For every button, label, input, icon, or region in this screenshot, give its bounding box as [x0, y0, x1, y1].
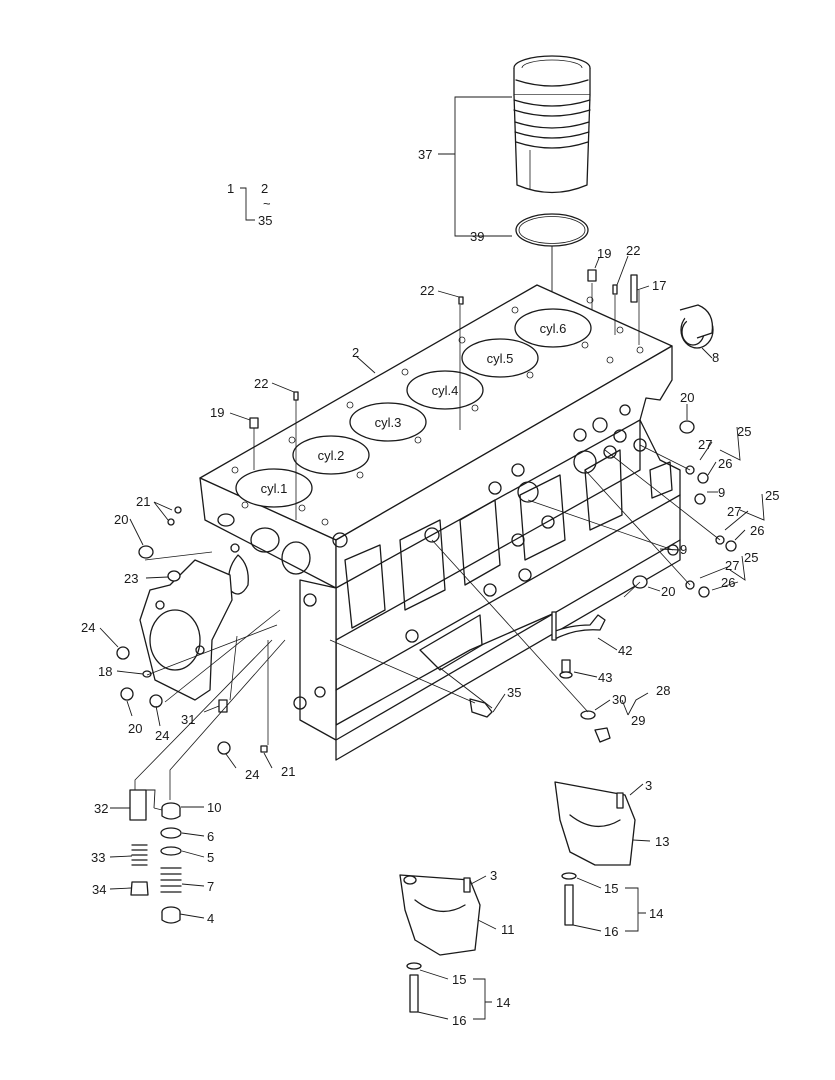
callout-2-range-start: 2	[261, 181, 268, 196]
callout-15-lower: 15	[452, 972, 466, 987]
callout-37: 37	[418, 147, 432, 162]
callout-21-top: 21	[136, 494, 150, 509]
callout-20-left: 20	[114, 512, 128, 527]
callout-22-left: 22	[254, 376, 268, 391]
callout-30: 30	[612, 692, 626, 707]
callout-27-c: 27	[725, 558, 739, 573]
callout-27-a: 27	[698, 437, 712, 452]
callout-4: 4	[207, 911, 214, 926]
o-ring	[515, 213, 589, 247]
callout-35: 35	[507, 685, 521, 700]
cylinder-label-6: cyl.6	[540, 321, 567, 336]
callout-20-bottom: 20	[128, 721, 142, 736]
callout-26-c: 26	[721, 575, 735, 590]
callout-3-lower: 3	[490, 868, 497, 883]
cylinder-label-3: cyl.3	[375, 415, 402, 430]
callout-25-a: 25	[737, 424, 751, 439]
callout-20-right: 20	[680, 390, 694, 405]
callout-22-mid: 22	[420, 283, 434, 298]
callout-24-bottom: 24	[245, 767, 259, 782]
cylinder-liner	[513, 55, 591, 194]
callout-19-top: 19	[597, 246, 611, 261]
callout-35-range-end: 35	[258, 213, 272, 228]
cylinder-labels: cyl.1 cyl.2 cyl.3 cyl.4 cyl.5 cyl.6	[261, 321, 567, 496]
callout-39: 39	[470, 229, 484, 244]
cylinder-label-2: cyl.2	[318, 448, 345, 463]
callout-9-b: 9	[680, 542, 687, 557]
callout-26-b: 26	[750, 523, 764, 538]
callout-42: 42	[618, 643, 632, 658]
callout-23: 23	[124, 571, 138, 586]
callout-1: 1	[227, 181, 234, 196]
callout-33: 33	[91, 850, 105, 865]
callout-18: 18	[98, 664, 112, 679]
cylinder-label-4: cyl.4	[432, 383, 459, 398]
cylinder-label-5: cyl.5	[487, 351, 514, 366]
callout-19-left: 19	[210, 405, 224, 420]
callout-14-lower: 14	[496, 995, 510, 1010]
callout-25-b: 25	[765, 488, 779, 503]
callout-8: 8	[712, 350, 719, 365]
callout-13: 13	[655, 834, 669, 849]
callout-32: 32	[94, 801, 108, 816]
engine-block	[139, 284, 681, 761]
callout-3-upper: 3	[645, 778, 652, 793]
main-bearing-cap-lower	[399, 874, 481, 1013]
leader-lines	[99, 96, 765, 1020]
callout-tilde: ~	[263, 196, 271, 211]
callout-15-upper: 15	[604, 881, 618, 896]
callout-26-a: 26	[718, 456, 732, 471]
callout-25-c: 25	[744, 550, 758, 565]
callout-20-mid: 20	[661, 584, 675, 599]
callout-11: 11	[501, 922, 515, 937]
callout-28: 28	[656, 683, 670, 698]
callout-7: 7	[207, 879, 214, 894]
callout-43: 43	[598, 670, 612, 685]
small-parts	[116, 269, 737, 924]
callout-34: 34	[92, 882, 106, 897]
callout-29: 29	[631, 713, 645, 728]
callout-5: 5	[207, 850, 214, 865]
callout-21-bottom: 21	[281, 764, 295, 779]
callout-22-top: 22	[626, 243, 640, 258]
callout-6: 6	[207, 829, 214, 844]
callout-31: 31	[181, 712, 195, 727]
callout-2-block: 2	[352, 345, 359, 360]
callout-16-lower: 16	[452, 1013, 466, 1028]
callout-labels: 1 2 ~ 35 37 39 19 22 17 22 8 2 22 19 20 …	[81, 147, 779, 1028]
callout-24-left: 24	[81, 620, 95, 635]
callout-10: 10	[207, 800, 221, 815]
callout-27-b: 27	[727, 504, 741, 519]
callout-24-mid: 24	[155, 728, 169, 743]
cylinder-label-1: cyl.1	[261, 481, 288, 496]
callout-16-upper: 16	[604, 924, 618, 939]
callout-9-a: 9	[718, 485, 725, 500]
callout-17: 17	[652, 278, 666, 293]
main-bearing-cap-upper	[554, 781, 636, 926]
callout-14-upper: 14	[649, 906, 663, 921]
